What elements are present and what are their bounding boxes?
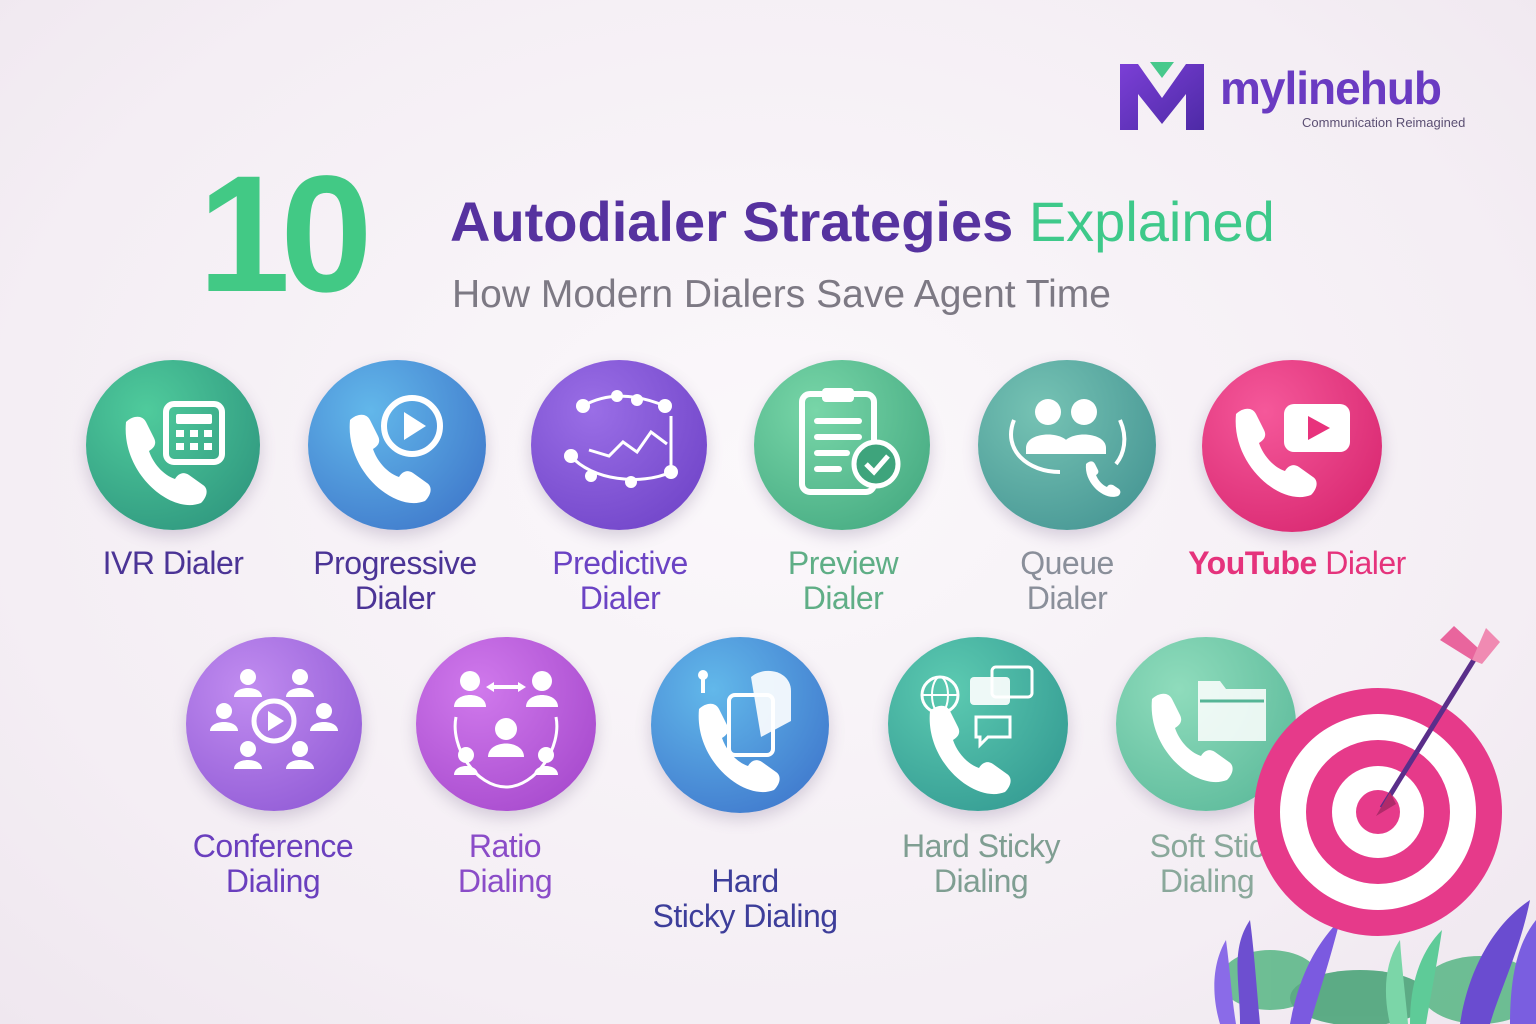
progressive-dialer-label: Progressive Dialer	[313, 545, 477, 616]
title-part1: Autodialer Strategies	[450, 190, 1014, 253]
heading-number: 10	[198, 142, 373, 327]
strategy-ivr-dialer[interactable]: IVR Dialer	[58, 360, 288, 620]
brand-name: mylinehub	[1220, 62, 1442, 114]
hard-sticky-dialing-badge	[651, 637, 829, 813]
ratio-dialing-label: Ratio Dialing	[457, 828, 553, 899]
soft-sticky-dialing-label: Soft Stic Dialing	[1149, 828, 1265, 899]
hard-sticky-dialing-alt-badge	[888, 637, 1068, 811]
preview-dialer-label: Preview Dialer	[787, 545, 899, 616]
strategy-youtube-dialer[interactable]: YouTube Dialer	[1178, 360, 1408, 620]
brand-tagline: Communication Reimagined	[1302, 115, 1466, 130]
progressive-dialer-badge	[308, 360, 486, 530]
strategy-predictive-dialer[interactable]: Predictive Dialer	[505, 360, 735, 620]
title-part2: Explained	[1028, 190, 1275, 253]
hard-sticky-dialing-label-text: Hard Sticky Dialing	[652, 863, 838, 934]
youtube-dialer-badge	[1202, 360, 1382, 532]
conference-group-icon	[210, 669, 338, 769]
strategy-conference-dialing[interactable]: Conference Dialing	[158, 637, 388, 907]
strategy-queue-dialer[interactable]: Queue Dialer	[952, 360, 1182, 620]
strategy-preview-dialer[interactable]: Preview Dialer	[728, 360, 958, 620]
hard-sticky-dialing-label: Hard Sticky Dialing	[625, 829, 865, 934]
predictive-dialer-label: Predictive Dialer	[552, 545, 688, 616]
predictive-dialer-badge	[531, 360, 707, 530]
conference-dialing-label: Conference Dialing	[192, 828, 354, 899]
strategy-hard-sticky-dialing-alt[interactable]: Hard Sticky Dialing	[866, 637, 1096, 907]
globe-chat-phone-icon	[920, 665, 1034, 795]
strategy-progressive-dialer[interactable]: Progressive Dialer	[280, 360, 510, 620]
ivr-dialer-badge	[86, 360, 260, 530]
youtube-dialer-label-rest: Dialer	[1316, 545, 1406, 581]
ratio-dialing-badge	[416, 637, 596, 811]
conference-dialing-badge	[186, 637, 362, 811]
strategy-ratio-dialing[interactable]: Ratio Dialing	[390, 637, 620, 907]
queue-dialer-badge	[978, 360, 1156, 530]
phone-folder-icon	[1151, 681, 1266, 783]
target-arrow-illustration	[1214, 626, 1536, 1024]
clipboard-check-icon	[799, 388, 901, 495]
preview-dialer-badge	[754, 360, 930, 530]
phone-play-icon	[349, 395, 443, 504]
hard-sticky-dialing-alt-label: Hard Sticky Dialing	[901, 828, 1061, 899]
page-title: Autodialer Strategies Explained	[450, 190, 1275, 254]
ratio-people-icon	[453, 671, 559, 789]
phone-video-icon	[1235, 404, 1350, 498]
people-queue-icon	[1009, 399, 1127, 497]
page-subtitle: How Modern Dialers Save Agent Time	[452, 273, 1111, 316]
ivr-dialer-label: IVR Dialer	[102, 545, 244, 581]
queue-dialer-label: Queue Dialer	[1020, 545, 1114, 616]
phone-sticky-icon	[698, 670, 791, 793]
phone-keypad-icon	[125, 401, 225, 506]
strategy-hard-sticky-dialing[interactable]: Hard Sticky Dialing	[625, 637, 855, 934]
brand-mark-icon	[1120, 62, 1204, 130]
youtube-dialer-label: YouTube Dialer	[1172, 546, 1422, 581]
network-graph-icon	[564, 390, 678, 488]
brand-logo[interactable]: mylinehub Communication Reimagined	[1116, 58, 1496, 138]
youtube-dialer-label-strong: YouTube	[1188, 545, 1317, 581]
